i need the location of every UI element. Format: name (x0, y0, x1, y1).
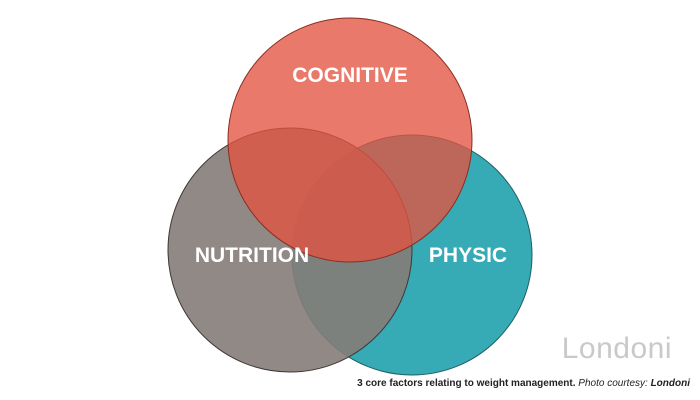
caption-credit: Londoni (650, 378, 690, 389)
image-caption: 3 core factors relating to weight manage… (357, 378, 690, 389)
caption-text: 3 core factors relating to weight manage… (357, 378, 576, 389)
caption-courtesy: Photo courtesy: (578, 378, 648, 389)
nutrition-label: NUTRITION (195, 244, 309, 267)
londoni-logo: Londoni (561, 332, 672, 365)
cognitive-circle (227, 17, 473, 263)
cognitive-label: COGNITIVE (292, 64, 408, 87)
physic-label: PHYSIC (429, 244, 507, 267)
